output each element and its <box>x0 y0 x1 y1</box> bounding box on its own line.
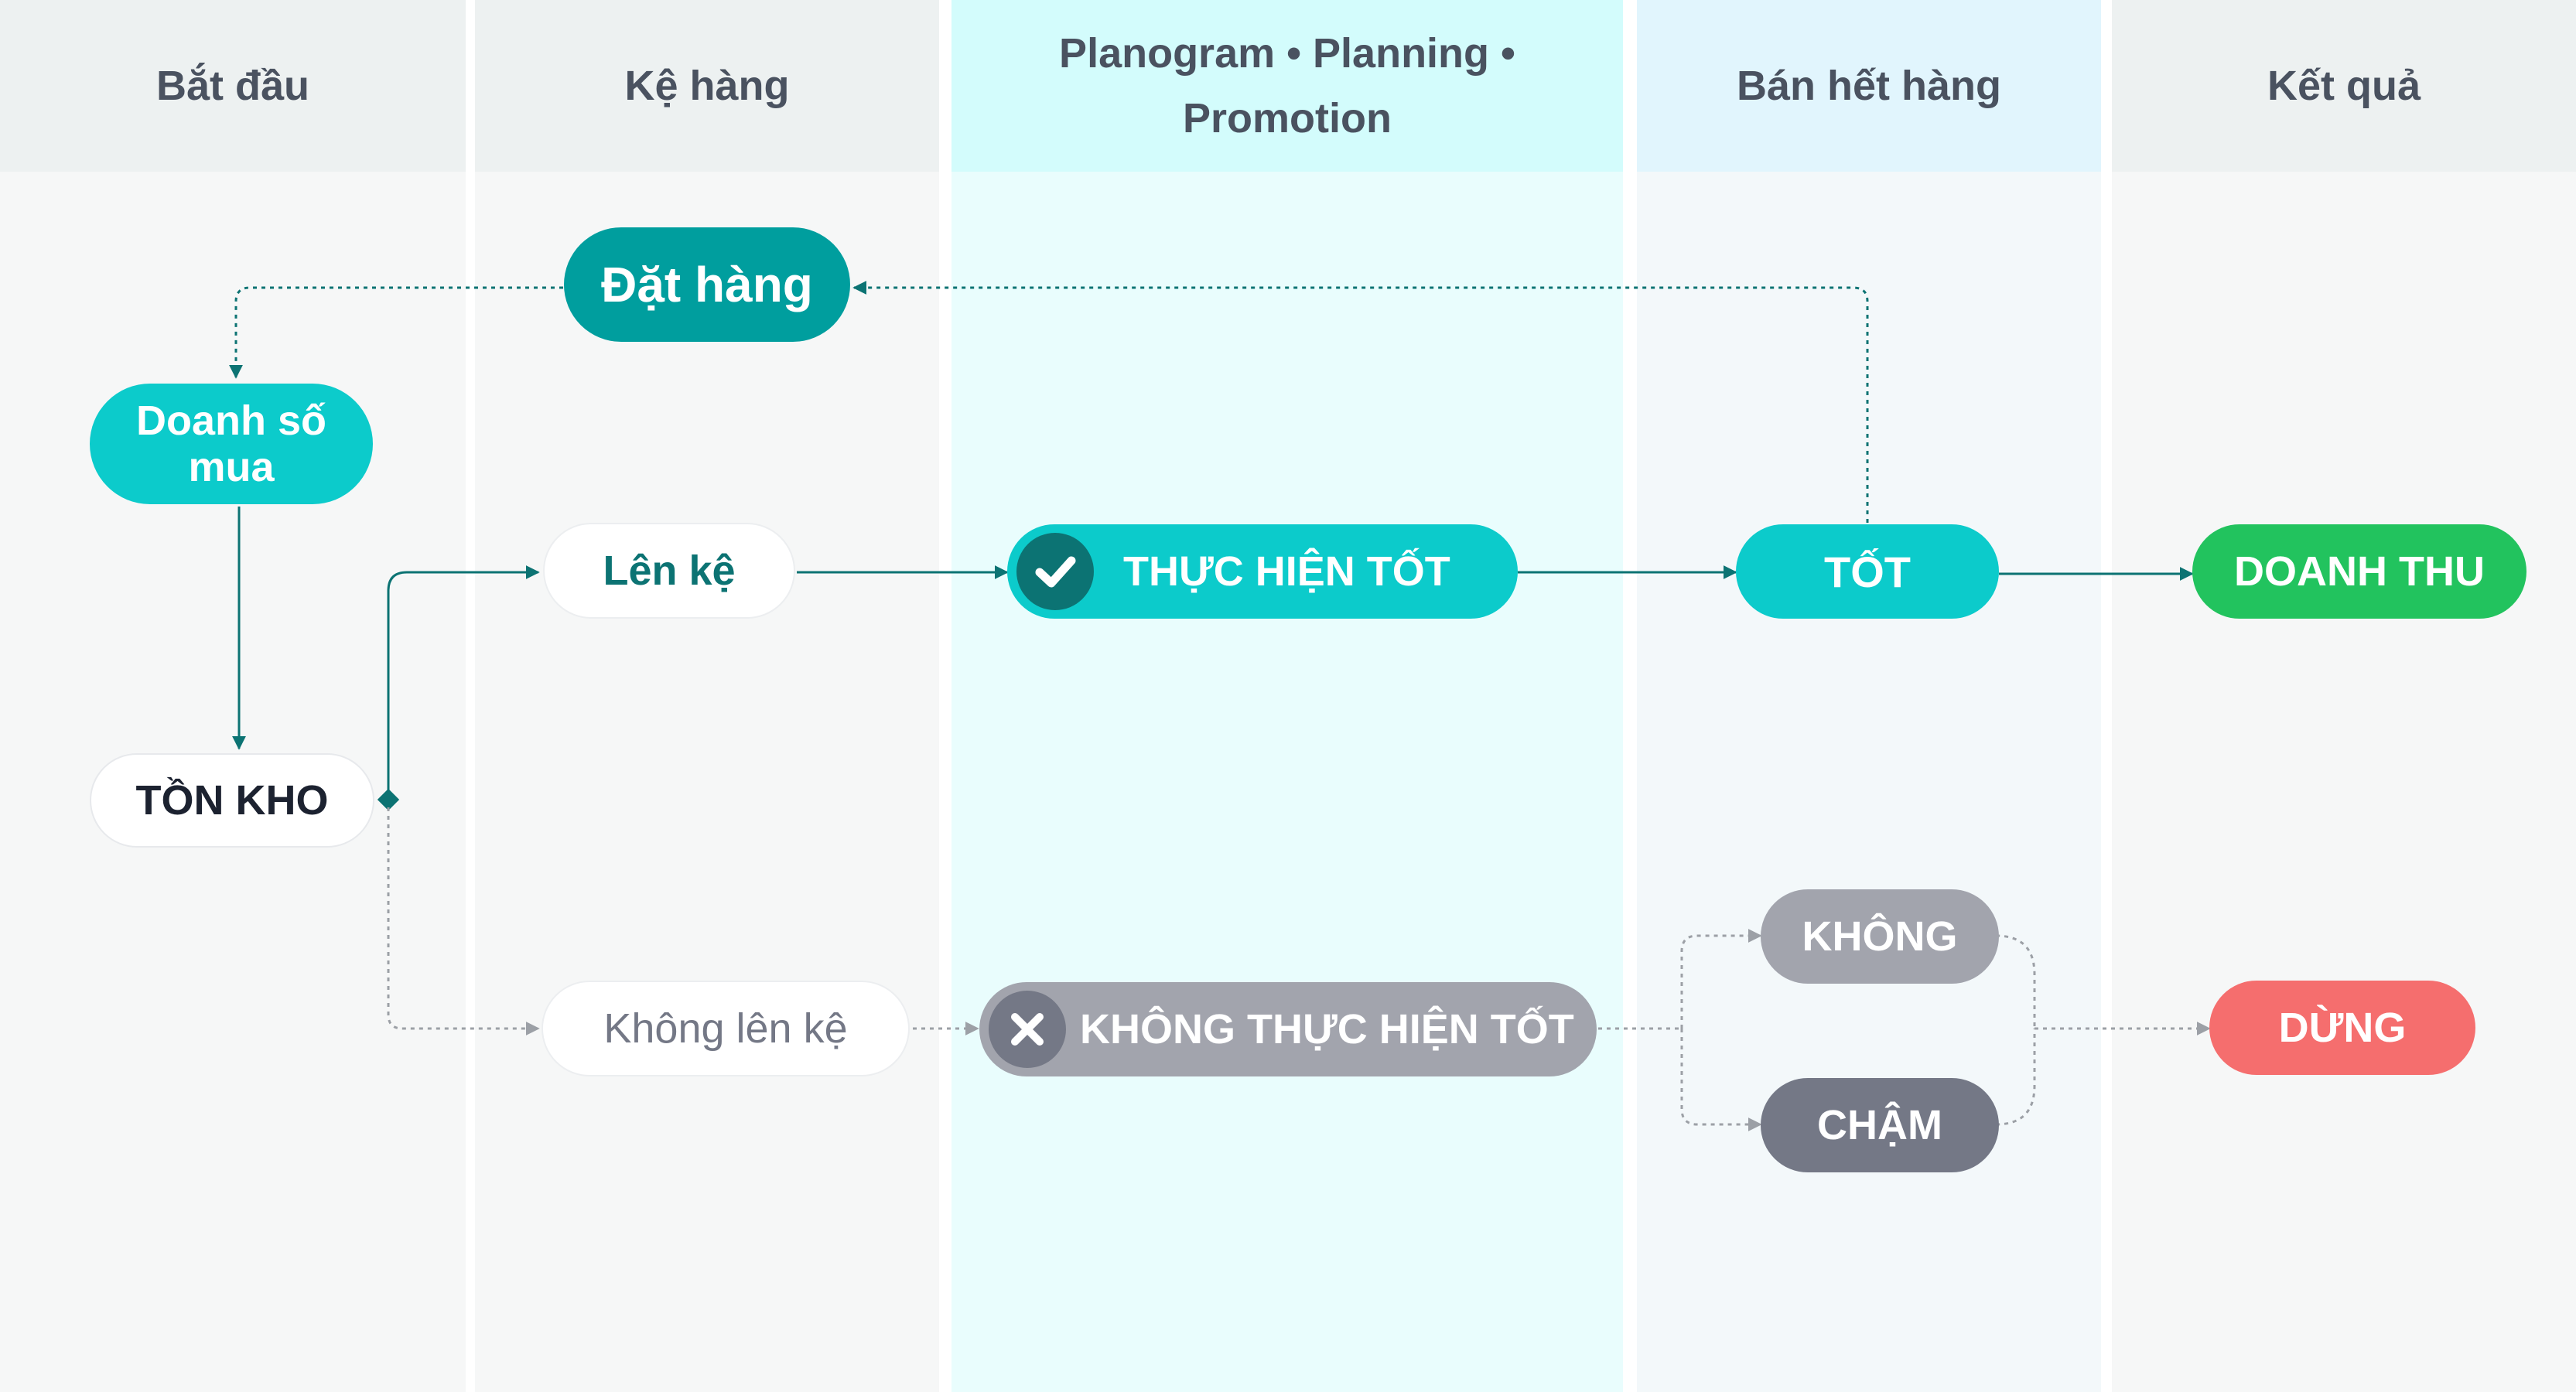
lane-result-body <box>2112 172 2576 1392</box>
lane-planogram-body <box>951 172 1623 1392</box>
lane-start-label: Bắt đầu <box>155 63 310 109</box>
lane-start-header: Bắt đầu <box>0 0 466 172</box>
node-none-label: KHÔNG <box>1802 913 1958 960</box>
lane-sellout-body <box>1637 172 2101 1392</box>
node-execute-poor-label: KHÔNG THỰC HIỆN TỐT <box>1080 1006 1574 1053</box>
node-off-shelf-label: Không lên kệ <box>603 1005 848 1052</box>
lane-shelf: Kệ hàng <box>475 0 939 1392</box>
lane-result-label: Kết quả <box>2267 63 2421 109</box>
node-on-shelf: Lên kệ <box>543 523 795 619</box>
node-on-shelf-label: Lên kệ <box>603 548 736 594</box>
node-stop: DỪNG <box>2209 981 2475 1075</box>
lane-planogram-header: Planogram • Planning • Promotion <box>951 0 1623 172</box>
lane-shelf-header: Kệ hàng <box>475 0 939 172</box>
lane-planogram: Planogram • Planning • Promotion <box>951 0 1623 1392</box>
cross-icon <box>989 991 1066 1068</box>
node-execute-poor: KHÔNG THỰC HIỆN TỐT <box>979 982 1597 1076</box>
edge-order-to-purchase-sales <box>229 286 563 379</box>
node-none: KHÔNG <box>1761 889 1999 984</box>
node-good-label: TỐT <box>1824 547 1911 596</box>
node-purchase-sales: Doanh số mua <box>90 384 373 504</box>
lane-result: Kết quả <box>2112 0 2576 1392</box>
node-inventory-label: TỒN KHO <box>135 777 329 824</box>
node-revenue: DOANH THU <box>2192 524 2526 619</box>
lane-shelf-label: Kệ hàng <box>624 63 790 109</box>
lane-result-header: Kết quả <box>2112 0 2576 172</box>
lane-planogram-label-line-1: Planogram • Planning • <box>1059 30 1515 77</box>
node-stop-label: DỪNG <box>2278 1005 2407 1051</box>
check-icon <box>1016 533 1094 610</box>
edge-none-merge <box>1995 934 2036 1029</box>
node-off-shelf: Không lên kệ <box>542 981 910 1076</box>
node-inventory: TỒN KHO <box>90 753 374 848</box>
edge-inventory-to-on-shelf <box>387 565 540 800</box>
node-slow-label: CHẬM <box>1817 1102 1942 1148</box>
node-slow: CHẬM <box>1761 1078 1999 1172</box>
node-order: Đặt hàng <box>564 227 850 342</box>
node-execute-well-label: THỰC HIỆN TỐT <box>1123 548 1450 595</box>
edge-good-to-order <box>852 281 1869 523</box>
lane-planogram-label-line-2: Promotion <box>1183 95 1392 142</box>
lane-sellout: Bán hết hàng <box>1637 0 2101 1392</box>
edge-inventory-to-off-shelf <box>387 807 540 1035</box>
node-revenue-label: DOANH THU <box>2234 548 2485 595</box>
node-good: TỐT <box>1736 524 1999 619</box>
edge-slow-merge <box>1995 1029 2036 1126</box>
node-purchase-sales-line-1: Doanh số <box>135 397 326 444</box>
edge-execute-poor-to-none <box>1680 929 1762 1029</box>
edge-execute-poor-to-slow <box>1680 1029 1762 1131</box>
node-execute-well: THỰC HIỆN TỐT <box>1007 524 1518 619</box>
lane-sellout-header: Bán hết hàng <box>1637 0 2101 172</box>
lane-sellout-label: Bán hết hàng <box>1736 63 2001 109</box>
lane-shelf-body <box>475 172 939 1392</box>
edge-inventory-diamond <box>377 788 400 811</box>
node-order-label: Đặt hàng <box>601 257 813 312</box>
node-purchase-sales-line-2: mua <box>188 444 275 490</box>
